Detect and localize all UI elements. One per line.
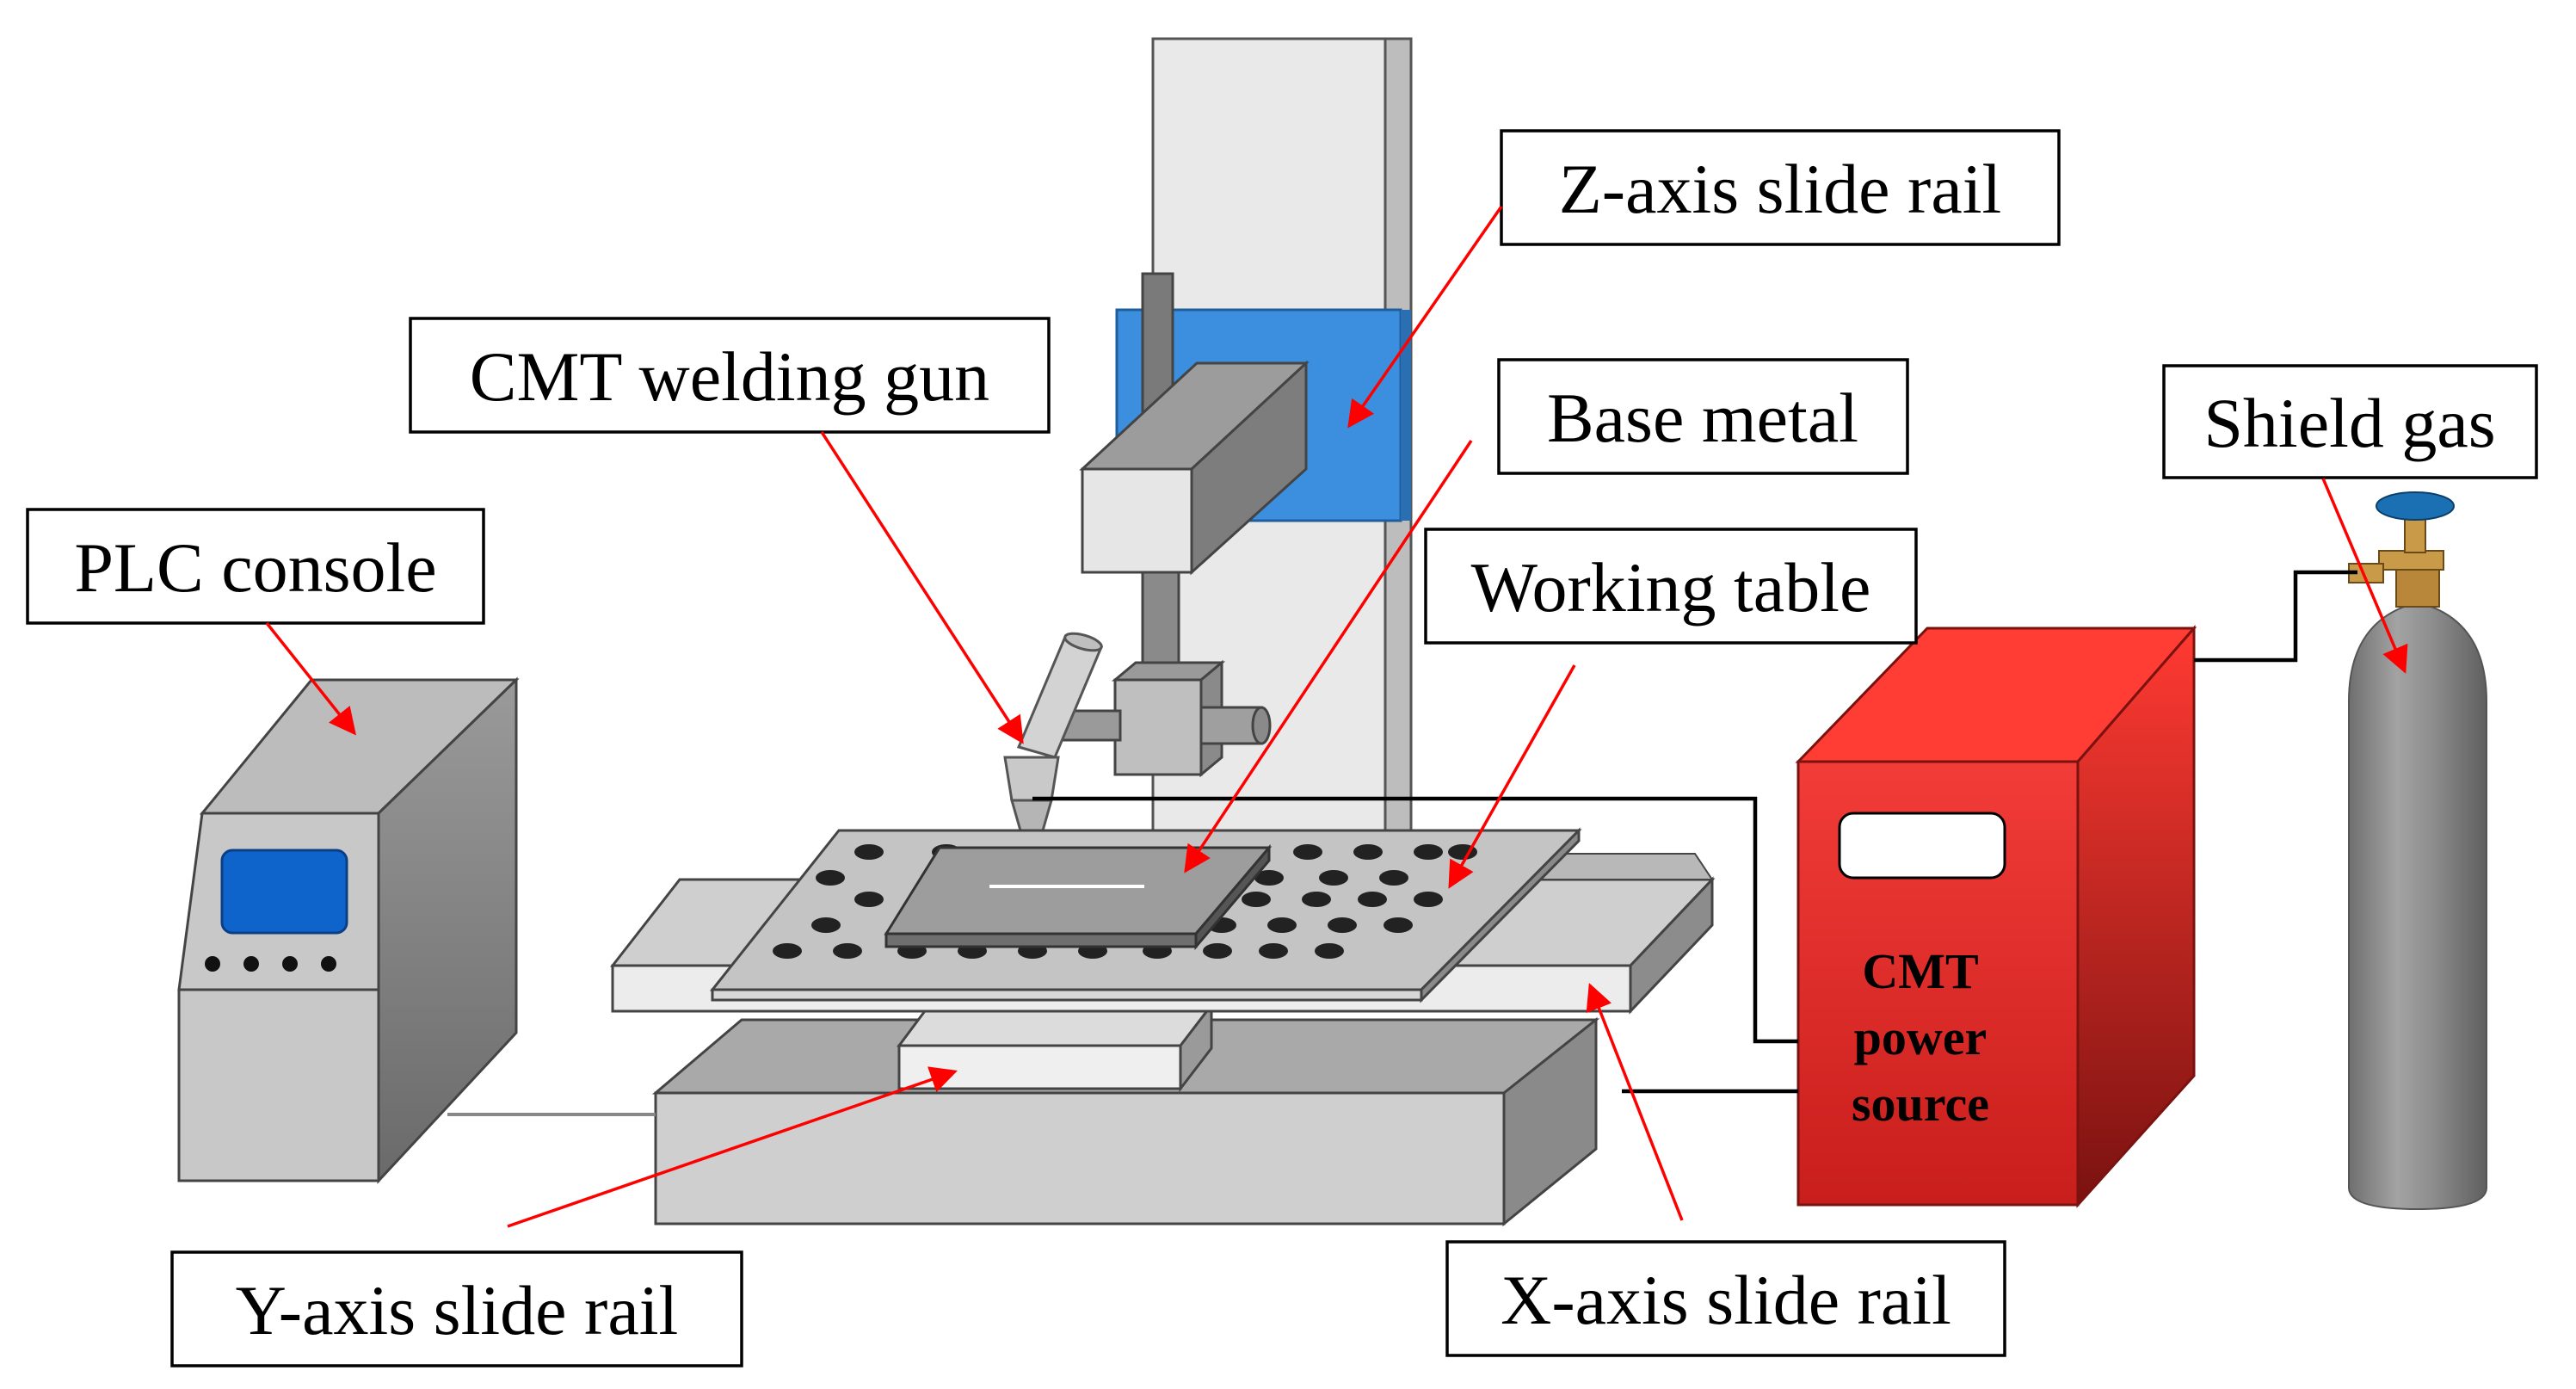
label-plc-console: PLC console bbox=[26, 508, 485, 625]
power-source-line3: source bbox=[1852, 1076, 1989, 1132]
label-y-axis-slide-rail: Y-axis slide rail bbox=[170, 1250, 743, 1367]
label-shield-gas: Shield gas bbox=[2162, 364, 2538, 479]
callout-arrows bbox=[265, 206, 2408, 1228]
shield-gas-cylinder-icon bbox=[2348, 491, 2487, 1211]
plc-screen bbox=[220, 849, 348, 935]
table-hole bbox=[1414, 844, 1443, 860]
table-hole bbox=[811, 917, 841, 933]
table-hole bbox=[1319, 870, 1348, 886]
arrow-shield-gas bbox=[2321, 478, 2408, 674]
svg-text:Working table: Working table bbox=[1471, 548, 1871, 627]
table-hole bbox=[854, 892, 884, 907]
svg-text:Y-axis slide rail: Y-axis slide rail bbox=[236, 1271, 679, 1349]
table-hole bbox=[1203, 943, 1232, 959]
arrow-x-axis bbox=[1586, 983, 1684, 1221]
svg-text:Z-axis slide rail: Z-axis slide rail bbox=[1559, 150, 2002, 228]
table-hole bbox=[1315, 943, 1344, 959]
arrow-welding-gun bbox=[820, 431, 1024, 744]
svg-text:Base metal: Base metal bbox=[1547, 379, 1858, 457]
label-z-axis-slide-rail: Z-axis slide rail bbox=[1500, 129, 2061, 246]
table-hole bbox=[816, 870, 845, 886]
table-hole bbox=[854, 844, 884, 860]
table-hole bbox=[1328, 917, 1357, 933]
cmt-power-source-icon: CMT power source bbox=[1795, 624, 2197, 1208]
svg-text:Shield gas: Shield gas bbox=[2203, 384, 2495, 462]
plc-console-icon bbox=[177, 676, 520, 1184]
base-metal-plate bbox=[884, 843, 1273, 951]
label-base-metal: Base metal bbox=[1497, 358, 1909, 475]
table-hole bbox=[1267, 917, 1297, 933]
welding-head-block bbox=[1058, 272, 1310, 778]
table-hole bbox=[1379, 870, 1408, 886]
arrow-working-table bbox=[1448, 664, 1576, 889]
table-hole bbox=[1414, 892, 1443, 907]
arrow-z-axis bbox=[1347, 206, 1503, 429]
table-hole bbox=[1302, 892, 1331, 907]
table-hole bbox=[1242, 892, 1271, 907]
gas-valve-handle bbox=[2376, 491, 2455, 521]
arrow-y-axis bbox=[507, 1066, 958, 1228]
table-hole bbox=[1353, 844, 1383, 860]
label-x-axis-slide-rail: X-axis slide rail bbox=[1445, 1240, 2006, 1357]
table-hole bbox=[1254, 870, 1284, 886]
svg-text:PLC console: PLC console bbox=[74, 528, 436, 607]
table-hole bbox=[1293, 844, 1322, 860]
power-source-line2: power bbox=[1854, 1009, 1987, 1065]
table-hole bbox=[773, 943, 802, 959]
svg-text:X-axis slide rail: X-axis slide rail bbox=[1501, 1261, 1951, 1339]
label-working-table: Working table bbox=[1424, 528, 1918, 645]
table-hole bbox=[1259, 943, 1288, 959]
table-hole bbox=[1384, 917, 1413, 933]
power-source-line1: CMT bbox=[1862, 943, 1978, 999]
table-hole bbox=[1358, 892, 1387, 907]
svg-text:CMT welding gun: CMT welding gun bbox=[470, 337, 989, 416]
arrow-plc-console bbox=[265, 621, 356, 736]
label-cmt-welding-gun: CMT welding gun bbox=[409, 317, 1051, 434]
arrow-base-metal bbox=[1184, 440, 1473, 874]
table-hole bbox=[833, 943, 862, 959]
y-axis-slide-block bbox=[897, 1001, 1215, 1093]
cables bbox=[447, 570, 2357, 1116]
